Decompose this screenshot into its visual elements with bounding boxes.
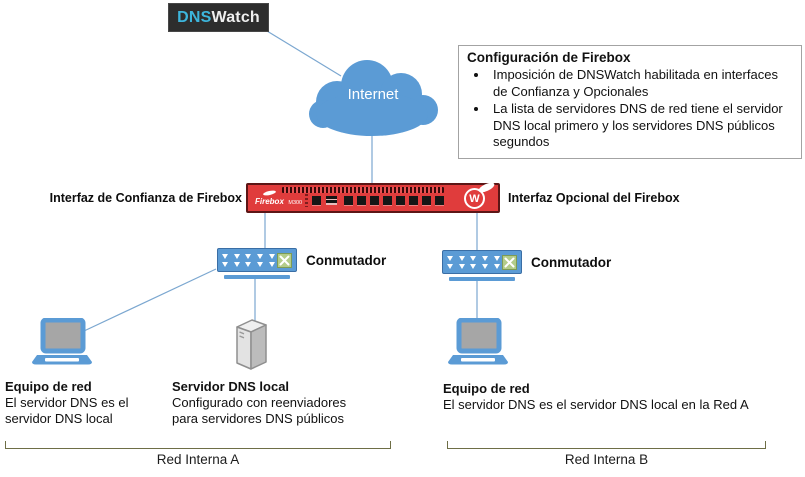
client-a-description-line: El servidor DNS es el (5, 395, 129, 410)
ethernet-port-icon (312, 196, 321, 205)
network-b-bracket (447, 441, 766, 449)
trusted-interface-label: Interfaz de Confianza de Firebox (49, 191, 242, 205)
switch-ports (222, 253, 275, 267)
firebox-led-column (305, 194, 308, 207)
crossover-icon (502, 254, 517, 270)
switch-b-icon (442, 250, 522, 274)
dns-server-title: Servidor DNS local (172, 379, 290, 394)
firebox-vent (282, 187, 444, 193)
watchguard-badge-letter: W (469, 192, 480, 205)
network-b-label: Red Interna B (564, 452, 649, 467)
switch-a-icon (217, 248, 297, 272)
firebox-console-ports-icon (326, 196, 337, 205)
switch-b-label: Conmutador (531, 255, 612, 270)
ethernet-port-icon (344, 196, 353, 205)
dns-server-description-line: Configurado con reenviadores (172, 395, 347, 410)
dnswatch-logo-watch-text: Watch (211, 8, 260, 26)
dns-server-description-line: para servidores DNS públicos (172, 411, 344, 426)
internet-cloud-icon: Internet (309, 60, 438, 136)
ethernet-port-icon (422, 196, 431, 205)
wire-dnswatch-cloud (266, 30, 342, 77)
config-note-title: Configuración de Firebox (467, 50, 631, 65)
dnswatch-logo-dns-text: DNS (177, 8, 212, 26)
config-note-bullet-list: Imposición de DNSWatch habilitada en int… (489, 67, 793, 151)
laptop-icon-a (32, 318, 92, 365)
switch-ports (447, 255, 500, 269)
client-b-description-line: El servidor DNS es el servidor DNS local… (443, 397, 749, 412)
ethernet-port-icon (409, 196, 418, 205)
internet-label: Internet (348, 86, 400, 103)
ethernet-port-icon (370, 196, 379, 205)
network-a-label: Red Interna A (156, 452, 240, 467)
switch-a-label: Conmutador (306, 253, 387, 268)
firebox-brand-text: Firebox (255, 197, 284, 206)
firebox-config-note: Configuración de Firebox Imposición de D… (458, 45, 802, 159)
firebox-appliance: Firebox M300 W (246, 180, 500, 213)
config-note-bullet: La lista de servidores DNS de red tiene … (489, 101, 793, 151)
client-b-caption: Equipo de red El servidor DNS es el serv… (443, 381, 749, 413)
ethernet-port-icon (383, 196, 392, 205)
client-a-caption: Equipo de red El servidor DNS es el serv… (5, 379, 129, 427)
firebox-brand-logo: Firebox M300 (255, 189, 303, 207)
watchguard-badge-swoosh-icon (477, 180, 496, 195)
optional-interface-label: Interfaz Opcional del Firebox (508, 191, 680, 205)
config-note-bullet: Imposición de DNSWatch habilitada en int… (489, 67, 793, 100)
client-a-description-line: servidor DNS local (5, 411, 113, 426)
dns-server-icon (236, 319, 267, 370)
laptop-icon-b (448, 318, 508, 365)
client-b-title: Equipo de red (443, 381, 530, 396)
watchguard-badge-icon: W (464, 188, 485, 209)
switch-a-base (224, 275, 290, 279)
switch-b-base (449, 277, 515, 281)
wire-switch-a-laptop-a (83, 268, 217, 332)
ethernet-port-icon (357, 196, 366, 205)
dns-server-caption: Servidor DNS local Configurado con reenv… (172, 379, 346, 427)
crossover-icon (277, 252, 292, 268)
network-a-bracket (5, 441, 391, 449)
ethernet-port-icon (396, 196, 405, 205)
watchguard-swoosh-icon (262, 189, 277, 197)
ethernet-port-icon (435, 196, 444, 205)
client-a-title: Equipo de red (5, 379, 92, 394)
firebox-model-text: M300 (288, 200, 303, 206)
